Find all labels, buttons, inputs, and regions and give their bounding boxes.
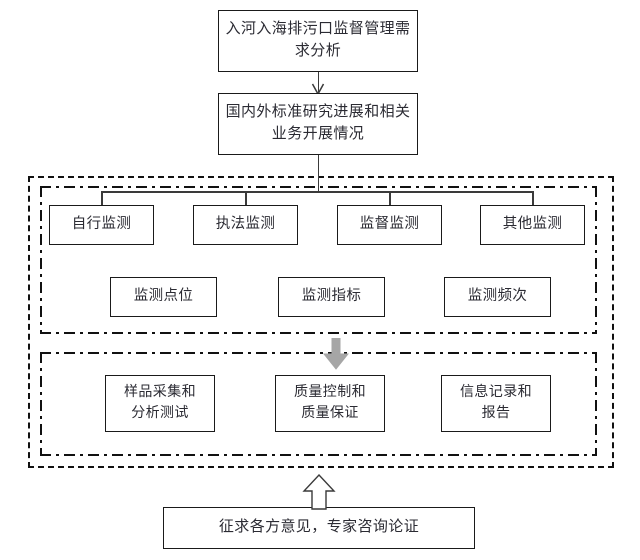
node-self-monitoring: 自行监测: [49, 205, 154, 245]
node-quality-control-label: 质量控制和质量保证: [294, 385, 366, 421]
arrowhead-top-to-second: [311, 83, 325, 95]
node-monitoring-points-label: 监测点位: [133, 288, 194, 305]
node-requirement-analysis-label: 入河入海排污口监督管理需求分析: [225, 21, 411, 59]
node-consultation: 征求各方意见，专家咨询论证: [163, 507, 475, 549]
connector-bus-horizontal: [101, 191, 533, 193]
block-up-arrow-icon: [302, 474, 336, 510]
node-record-report: 信息记录和报告: [441, 375, 551, 432]
group-monitoring-framework: [28, 176, 614, 468]
node-sampling-analysis: 样品采集和分析测试: [105, 375, 215, 432]
node-self-monitoring-label: 自行监测: [71, 216, 132, 233]
node-other-monitoring: 其他监测: [480, 205, 585, 245]
node-enforcement-monitoring-label: 执法监测: [215, 216, 276, 233]
node-record-report-label: 信息记录和报告: [460, 385, 532, 421]
node-monitoring-indicators: 监测指标: [278, 277, 385, 317]
block-down-arrow-icon: [323, 338, 349, 370]
node-monitoring-frequency-label: 监测频次: [467, 288, 528, 305]
connector-bus-drop-1: [101, 191, 103, 205]
node-standards-research: 国内外标准研究进展和相关业务开展情况: [218, 93, 418, 155]
node-quality-control: 质量控制和质量保证: [275, 375, 385, 432]
node-other-monitoring-label: 其他监测: [502, 216, 563, 233]
node-requirement-analysis: 入河入海排污口监督管理需求分析: [218, 10, 418, 72]
connector-bus-drop-3: [389, 191, 391, 205]
node-supervisory-monitoring-label: 监督监测: [359, 216, 420, 233]
node-monitoring-frequency: 监测频次: [444, 277, 551, 317]
connector-bus-drop-4: [532, 191, 534, 205]
node-monitoring-points: 监测点位: [110, 277, 217, 317]
node-sampling-analysis-label: 样品采集和分析测试: [124, 385, 196, 421]
node-consultation-label: 征求各方意见，专家咨询论证: [218, 519, 420, 536]
node-supervisory-monitoring: 监督监测: [337, 205, 442, 245]
node-enforcement-monitoring: 执法监测: [193, 205, 298, 245]
connector-second-to-bus: [317, 155, 319, 191]
connector-top-to-second: [317, 72, 319, 92]
node-monitoring-indicators-label: 监测指标: [301, 288, 362, 305]
node-standards-research-label: 国内外标准研究进展和相关业务开展情况: [225, 104, 411, 142]
connector-bus-drop-2: [245, 191, 247, 205]
